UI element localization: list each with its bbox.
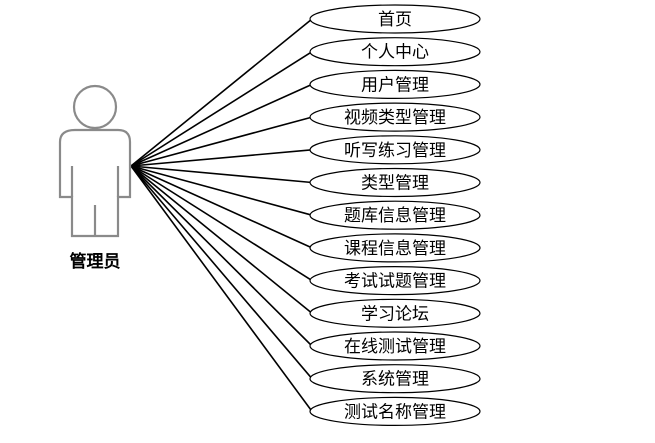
association-lines	[130, 18, 313, 412]
use-case-label: 在线测试管理	[344, 337, 446, 357]
association-line	[130, 18, 313, 167]
association-line	[130, 116, 313, 167]
association-line	[130, 165, 313, 184]
use-case: 题库信息管理	[309, 200, 481, 230]
use-case-ellipse	[309, 331, 481, 361]
association-line	[130, 165, 313, 249]
use-case: 考试试题管理	[309, 266, 481, 296]
association-line	[130, 165, 313, 282]
use-case-ellipse	[309, 102, 481, 132]
association-line	[130, 149, 313, 167]
use-case-ellipse	[309, 266, 481, 296]
use-case: 首页	[309, 4, 481, 34]
use-case-label: 课程信息管理	[344, 239, 446, 259]
association-line	[130, 51, 313, 167]
use-case: 视频类型管理	[309, 102, 481, 132]
use-case-label: 类型管理	[361, 174, 429, 194]
use-case-label: 视频类型管理	[344, 108, 446, 128]
use-case: 系统管理	[309, 364, 481, 394]
association-line	[130, 165, 313, 216]
use-case-label: 考试试题管理	[344, 272, 446, 292]
actor-figure	[58, 84, 132, 238]
actor-head	[72, 84, 118, 130]
use-case-label: 用户管理	[361, 75, 429, 95]
use-case-ellipse	[309, 135, 481, 165]
use-case-ellipse	[309, 69, 481, 100]
association-line	[130, 165, 313, 314]
association-line	[130, 165, 313, 412]
use-case-label: 学习论坛	[361, 304, 429, 324]
use-case-ellipse	[309, 396, 481, 426]
use-case-ellipse	[309, 37, 481, 67]
use-case-ellipse	[309, 167, 481, 198]
use-case-label: 个人中心	[361, 43, 429, 63]
use-case-label: 题库信息管理	[344, 206, 446, 226]
use-case: 个人中心	[309, 37, 481, 67]
use-case-label: 首页	[378, 10, 412, 30]
association-line	[130, 83, 313, 167]
use-case-ellipse	[309, 364, 481, 394]
use-case-ellipse	[309, 298, 481, 328]
use-case: 课程信息管理	[309, 233, 481, 263]
use-case-label: 系统管理	[361, 370, 429, 390]
use-case: 测试名称管理	[309, 396, 481, 426]
use-case-ellipse	[309, 200, 481, 230]
use-case-list: 首页个人中心用户管理视频类型管理听写练习管理类型管理题库信息管理课程信息管理考试…	[309, 4, 481, 426]
association-line	[130, 165, 313, 347]
use-case: 在线测试管理	[309, 331, 481, 361]
use-case-label: 听写练习管理	[344, 141, 446, 161]
actor-label: 管理员	[70, 251, 121, 272]
use-case: 类型管理	[309, 167, 481, 198]
use-case-ellipse	[309, 233, 481, 263]
use-case-ellipse	[309, 4, 481, 34]
use-case-label: 测试名称管理	[344, 402, 446, 422]
association-line	[130, 165, 313, 380]
actor-body	[58, 128, 132, 238]
use-case: 听写练习管理	[309, 135, 481, 165]
use-case: 学习论坛	[309, 298, 481, 328]
use-case: 用户管理	[309, 69, 481, 100]
